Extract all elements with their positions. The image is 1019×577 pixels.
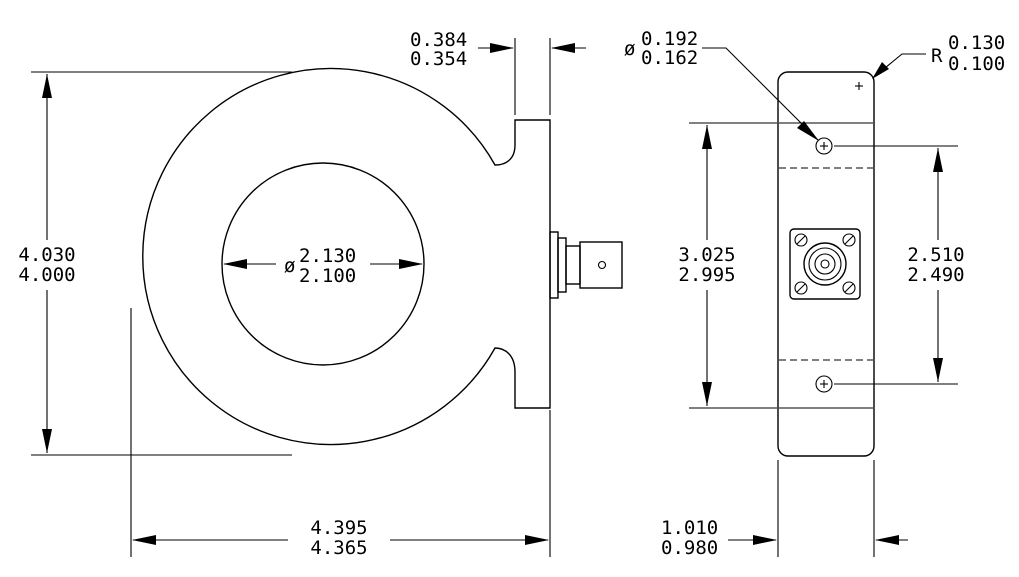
width-dim-max: 4.395 — [310, 517, 367, 539]
width-dimension: 4.395 4.365 — [130, 308, 551, 559]
bore-dimension: ø 2.130 2.100 — [223, 245, 423, 287]
hole-spacing-dim-min: 2.490 — [907, 264, 964, 286]
hole-spacing-dimension: 2.510 2.490 — [834, 145, 965, 385]
front-view: 4.030 4.000 ø 2.130 2.100 0.384 0.354 — [18, 29, 623, 559]
tab-dimension: 0.384 0.354 — [410, 29, 586, 115]
bore-dim-max: 2.130 — [299, 245, 356, 267]
width-dim-min: 4.365 — [310, 537, 367, 559]
side-height-dimension: 3.025 2.995 — [678, 122, 777, 409]
hole-dim-min: 0.162 — [641, 47, 698, 69]
ring-body-outline — [142, 67, 551, 446]
height-dim-max: 4.030 — [18, 244, 75, 266]
tab-dim-max: 0.384 — [410, 29, 467, 51]
side-width-dimension: 1.010 0.980 — [661, 460, 908, 559]
mounting-hole-bottom — [815, 375, 833, 393]
side-height-dim-min: 2.995 — [678, 264, 735, 286]
height-dim-min: 4.000 — [18, 264, 75, 286]
bore-dim-min: 2.100 — [299, 265, 356, 287]
side-width-dim-min: 0.980 — [661, 537, 718, 559]
mounting-hole-top — [815, 137, 833, 155]
side-width-dim-max: 1.010 — [661, 517, 718, 539]
radius-dimension: R 0.130 0.100 — [855, 32, 1005, 90]
hole-dim-symbol: ø — [624, 38, 635, 60]
tab-dim-min: 0.354 — [410, 48, 467, 70]
hole-dimension: ø 0.192 0.162 — [624, 28, 819, 141]
radius-dim-min: 0.100 — [948, 53, 1005, 75]
hole-spacing-dim-max: 2.510 — [907, 244, 964, 266]
bore-dim-symbol: ø — [284, 255, 295, 277]
hole-dim-max: 0.192 — [641, 28, 698, 50]
inner-bore — [221, 162, 425, 366]
side-body-outline — [777, 71, 875, 457]
height-dimension: 4.030 4.000 — [18, 71, 292, 456]
side-height-dim-max: 3.025 — [678, 244, 735, 266]
radius-dim-symbol: R — [931, 45, 943, 67]
bnc-connector — [549, 231, 623, 299]
bnc-flange — [789, 228, 861, 300]
side-view: ø 0.192 0.162 R 0.130 0.100 3.025 2.995 — [624, 28, 1005, 559]
radius-dim-max: 0.130 — [948, 32, 1005, 54]
